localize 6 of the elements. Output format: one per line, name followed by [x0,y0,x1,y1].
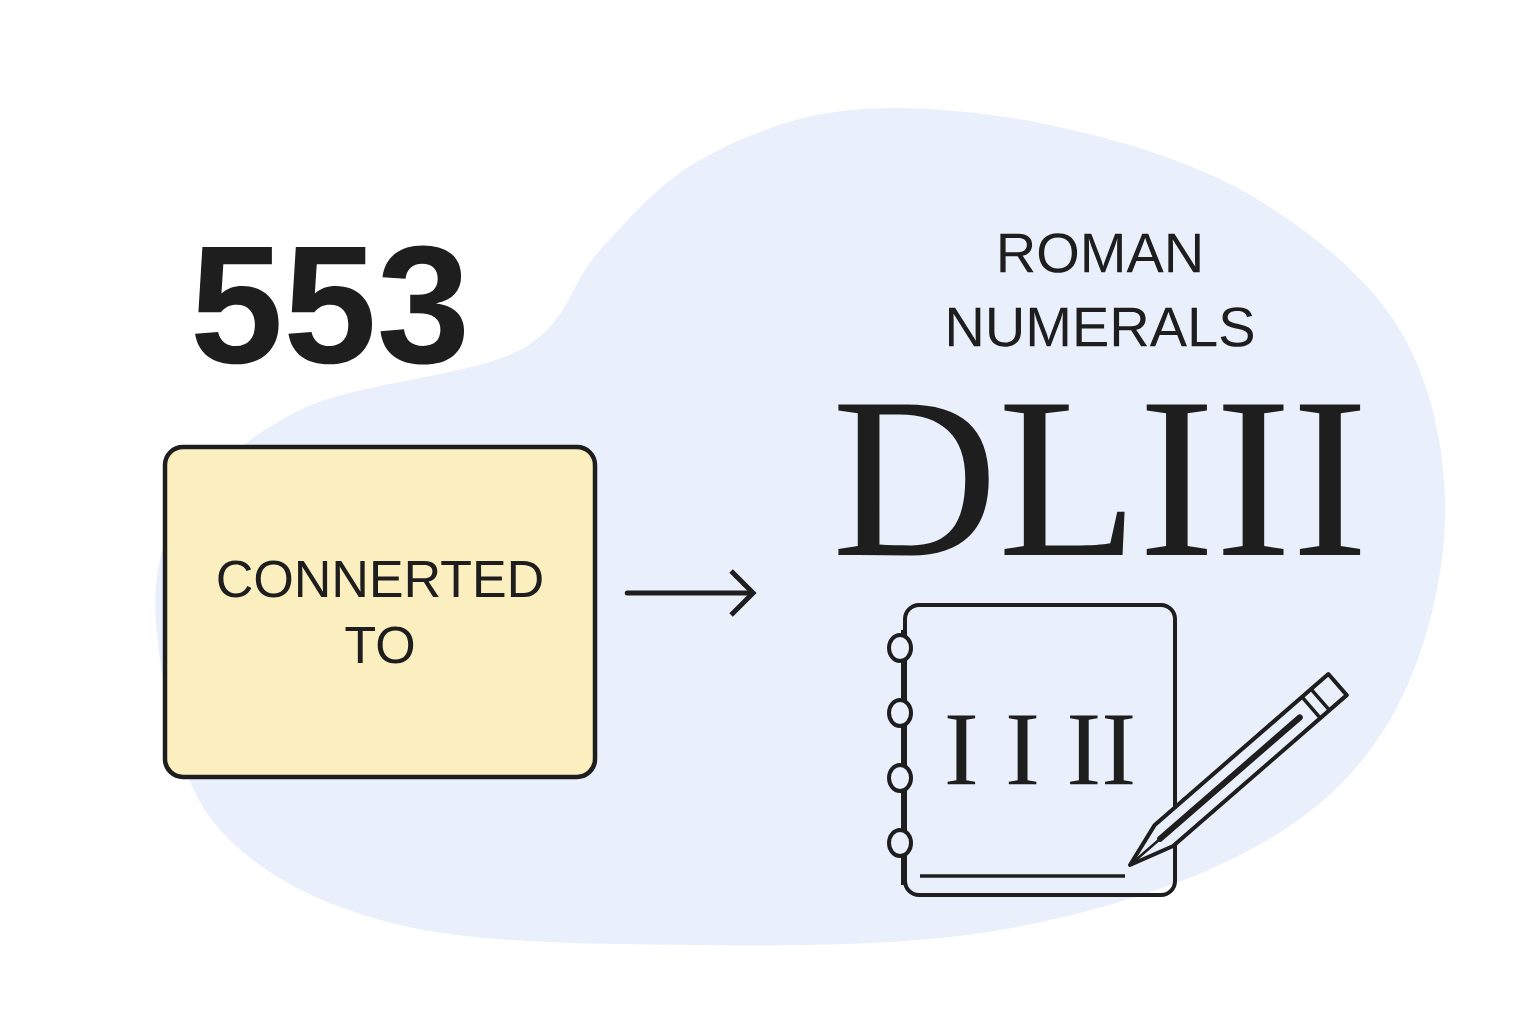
number-text: 553 [195,245,465,365]
process-box: CONNERTED TO [162,444,598,780]
heading-text: ROMAN NUMERALS [949,233,1253,347]
roman-numeral-text: DLIII [838,404,1361,556]
arrow [624,569,757,617]
notebook-drawing: I I II [887,603,1177,897]
